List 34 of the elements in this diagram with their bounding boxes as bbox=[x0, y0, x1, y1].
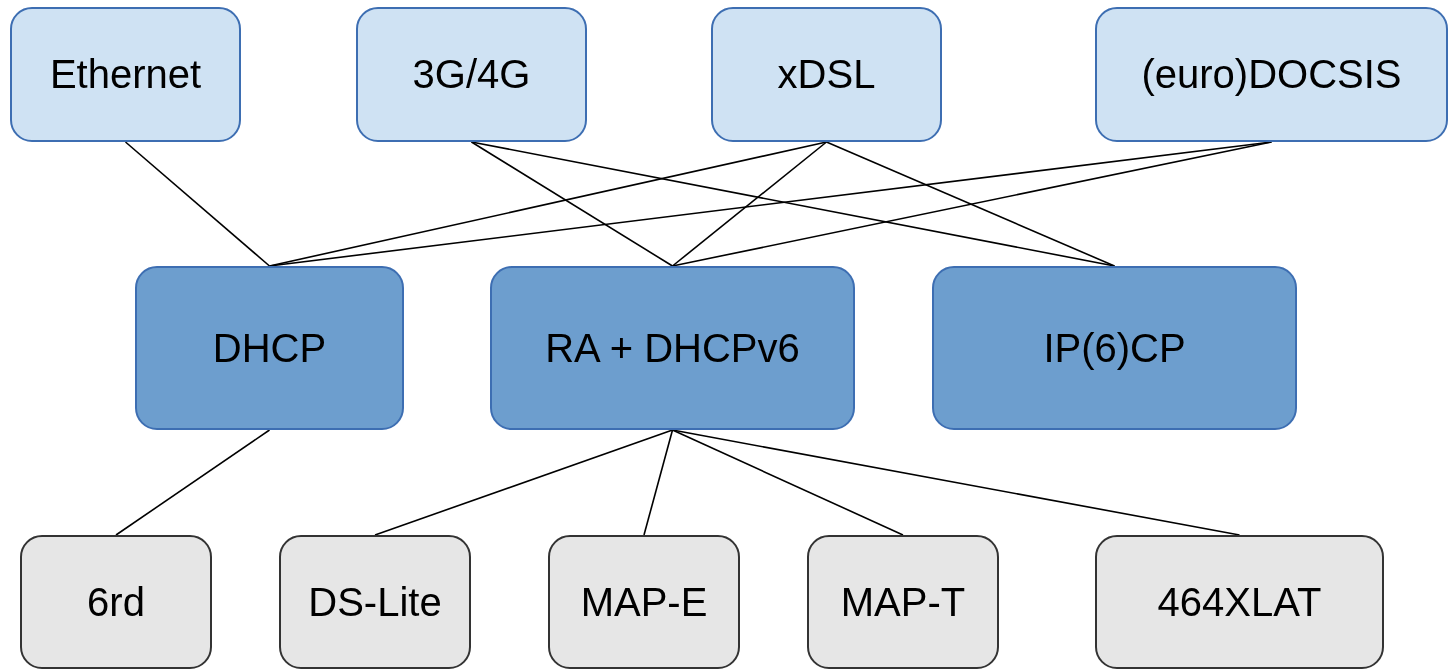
node-label: 6rd bbox=[87, 579, 145, 625]
protocol-box bbox=[135, 266, 404, 430]
node-label: MAP-E bbox=[580, 579, 708, 625]
protocol-box bbox=[279, 535, 471, 669]
connector-line bbox=[115, 429, 271, 536]
node-label: MAP-T bbox=[840, 579, 966, 625]
protocol-box bbox=[20, 535, 212, 669]
connector-line bbox=[671, 429, 904, 536]
node-label: RA + DHCPv6 bbox=[545, 325, 800, 371]
node-label: 3G/4G bbox=[412, 52, 531, 97]
connector-line bbox=[643, 429, 674, 536]
connector-line bbox=[671, 141, 828, 267]
connector-line bbox=[671, 141, 1273, 267]
node-label: 464XLAT bbox=[1157, 579, 1322, 625]
node-label: IP(6)CP bbox=[1043, 325, 1186, 371]
node-label: Ethernet bbox=[49, 52, 202, 97]
connector-line bbox=[124, 141, 271, 267]
protocol-box bbox=[711, 7, 942, 142]
protocol-box bbox=[490, 266, 855, 430]
protocol-box bbox=[548, 535, 740, 669]
connector-line bbox=[825, 141, 1116, 267]
connector-line bbox=[470, 141, 674, 267]
node-label: xDSL bbox=[777, 52, 876, 97]
protocol-box bbox=[807, 535, 999, 669]
protocol-box bbox=[932, 266, 1297, 430]
protocol-box bbox=[1095, 7, 1448, 142]
node-label: (euro)DOCSIS bbox=[1141, 52, 1402, 97]
protocol-box bbox=[1095, 535, 1384, 669]
connector-line bbox=[671, 429, 1241, 536]
protocol-box bbox=[356, 7, 587, 142]
node-label: DHCP bbox=[212, 325, 327, 371]
node-label: DS-Lite bbox=[308, 579, 442, 625]
connector-line bbox=[374, 429, 674, 536]
protocol-box bbox=[10, 7, 241, 142]
